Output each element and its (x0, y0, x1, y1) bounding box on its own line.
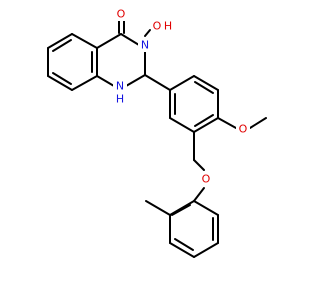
bond-tol-methyl (145, 200, 171, 216)
bond-tol-a (169, 200, 195, 216)
bond-tol-c (169, 242, 195, 258)
molecule-structure: O O H N N H O O (47, 7, 267, 258)
atom-symbol: H (116, 93, 124, 106)
atom-layer: O O H N N H O O (113, 7, 250, 186)
bond-c2-aryl (144, 74, 171, 91)
atom-label-background (236, 122, 250, 136)
bond-tol-a-inner (171, 204, 191, 216)
atom-symbol: O (202, 173, 211, 186)
bond-tol-f (193, 200, 219, 216)
bond-c4-c4a (96, 33, 122, 49)
bond-ar-e (169, 117, 195, 133)
bond-n3-oh (144, 29, 151, 37)
bond-c4-n3 (120, 33, 140, 46)
bond-ar-d-inner (194, 114, 214, 127)
atom-symbol: O (239, 123, 248, 136)
atom-symbol: N (141, 39, 149, 52)
atom-label-background (113, 92, 127, 106)
bond-ar-b-inner (194, 81, 214, 94)
bond-c2-n1 (125, 74, 146, 87)
bond-ch2-o (193, 159, 205, 171)
atom-symbol: N (116, 80, 124, 93)
bond-c4a-c5 (71, 33, 98, 49)
atom-symbol: O (153, 20, 162, 33)
atom-hydroxyl-hydrogen: H (162, 19, 174, 33)
atom-symbol: O (117, 8, 126, 21)
bond-c8-c8a (71, 75, 98, 91)
bond-tol-c-inner (174, 238, 194, 251)
bond-ar-d (193, 117, 219, 133)
atom-carbonyl-oxygen: O (114, 7, 128, 21)
bond-n1-c8a (96, 75, 115, 87)
atom-label-background (199, 172, 213, 186)
atom-n1-nitrogen: N (113, 79, 127, 93)
bond-ar-b (193, 75, 219, 91)
bond-ar-ome (217, 117, 237, 129)
bond-c7-c8 (47, 75, 73, 91)
bond-c5-c6-inner (52, 39, 72, 52)
atom-label-background (162, 19, 174, 33)
atom-label-background (113, 79, 127, 93)
bond-ar-a (169, 75, 195, 91)
bond-tol-d (193, 242, 219, 258)
atom-n1-hydrogen: H (113, 92, 127, 106)
atom-label-background (114, 7, 128, 21)
atom-label-background (138, 38, 152, 52)
atom-n3-nitrogen: N (138, 38, 152, 52)
atom-label-background (151, 19, 163, 33)
bond-o-tolyl (193, 187, 205, 202)
atom-ether-oxygen: O (199, 172, 213, 186)
atom-hydroxyl-oxygen: O (151, 19, 163, 33)
atom-methoxy-oxygen: O (236, 122, 250, 136)
bond-ome-me (249, 117, 267, 129)
atom-symbol: H (164, 20, 172, 33)
bond-c5-c6 (47, 33, 73, 49)
bond-c7-c8-inner (52, 72, 72, 85)
bond-layer (47, 15, 267, 258)
